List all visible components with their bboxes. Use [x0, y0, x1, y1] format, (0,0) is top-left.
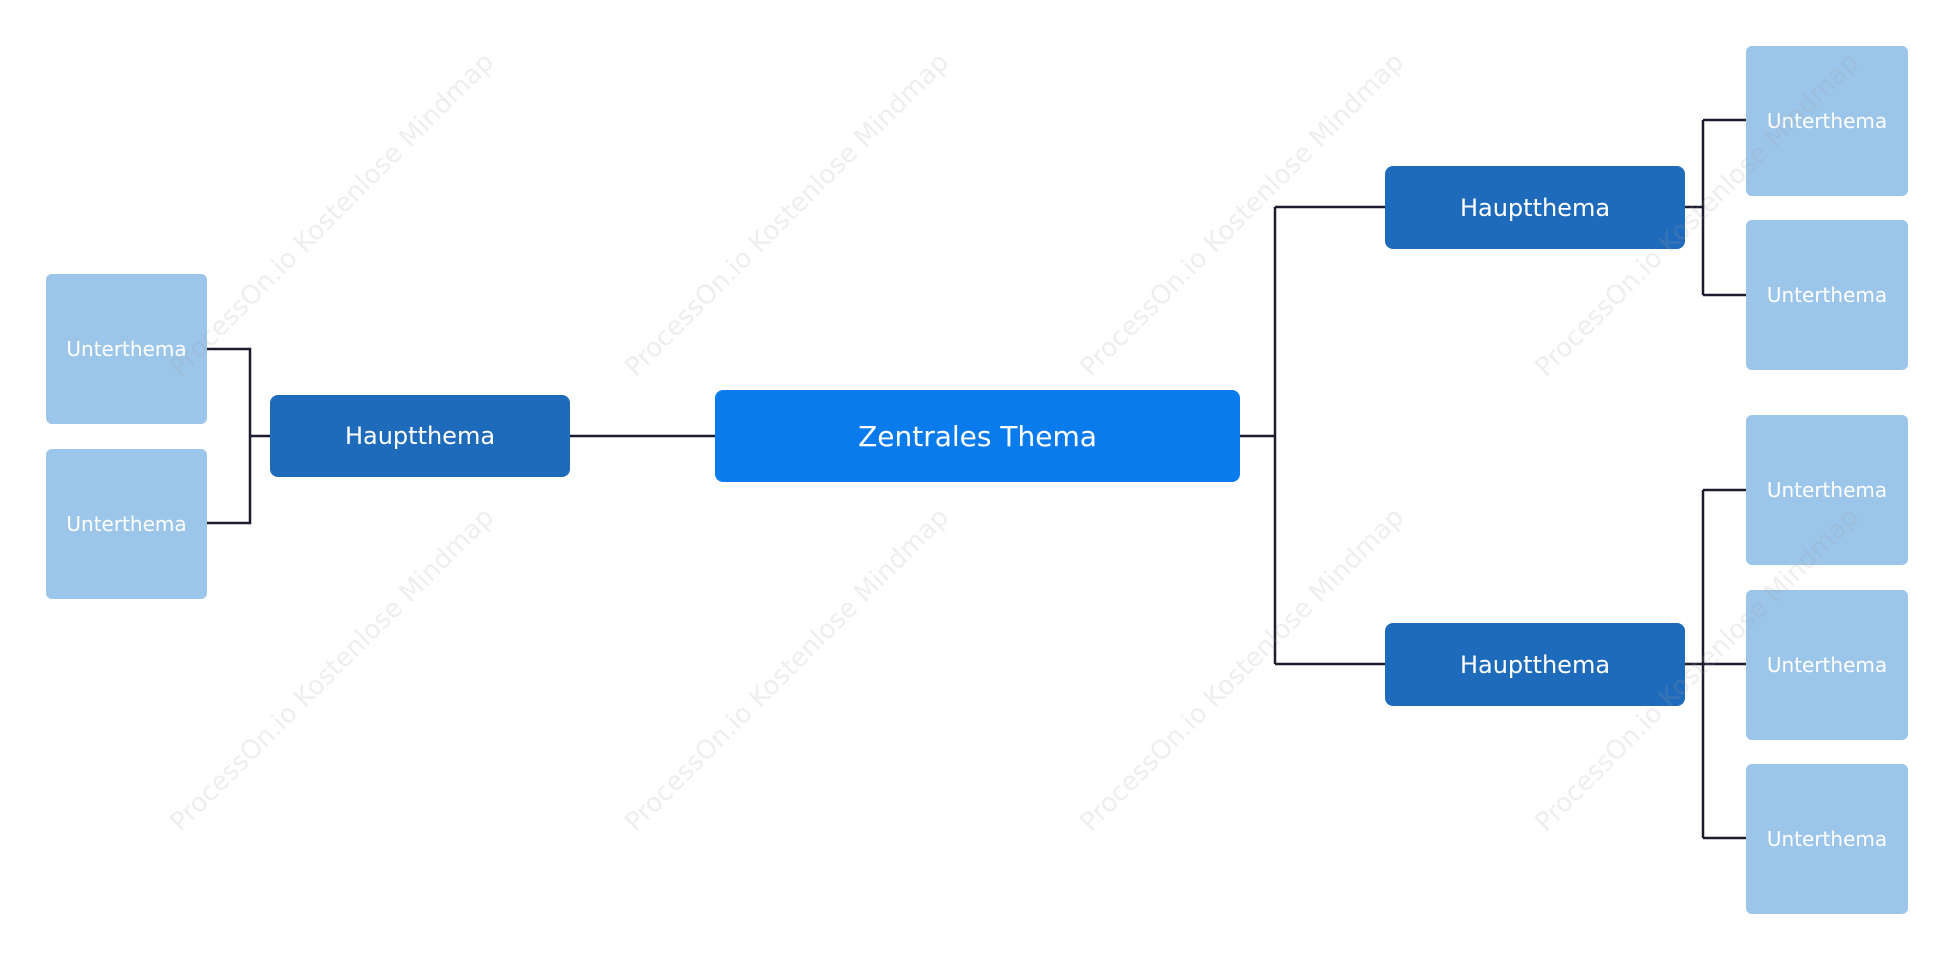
main-topic-label: Hauptthema [344, 422, 496, 450]
subtopic-right2-2[interactable]: Unterthema [1746, 590, 1908, 740]
subtopic-label: Unterthema [1766, 827, 1888, 851]
connector-right-main1-subs [1685, 118, 1746, 297]
main-topic-label: Hauptthema [1459, 650, 1611, 679]
subtopic-right1-2[interactable]: Unterthema [1746, 220, 1908, 370]
subtopic-right2-3[interactable]: Unterthema [1746, 764, 1908, 914]
subtopic-right2-1[interactable]: Unterthema [1746, 415, 1908, 565]
subtopic-label: Unterthema [1766, 653, 1888, 677]
subtopic-left-2[interactable]: Unterthema [46, 449, 207, 599]
subtopic-label: Unterthema [1766, 478, 1888, 502]
connector-left-main-subs [207, 347, 270, 525]
central-topic-label: Zentrales Thema [858, 419, 1097, 453]
connector-central-right [1240, 205, 1385, 666]
main-topic-label: Hauptthema [1459, 193, 1611, 222]
subtopic-left-1[interactable]: Unterthema [46, 274, 207, 424]
subtopic-label: Unterthema [1766, 109, 1888, 133]
main-topic-left[interactable]: Hauptthema [270, 395, 570, 477]
connector-right-main2-subs [1685, 488, 1746, 840]
subtopic-label: Unterthema [66, 512, 187, 536]
subtopic-right1-1[interactable]: Unterthema [1746, 46, 1908, 196]
main-topic-right-1[interactable]: Hauptthema [1385, 166, 1685, 249]
main-topic-right-2[interactable]: Hauptthema [1385, 623, 1685, 706]
central-topic[interactable]: Zentrales Thema [715, 390, 1240, 482]
subtopic-label: Unterthema [66, 337, 187, 361]
subtopic-label: Unterthema [1766, 283, 1888, 307]
